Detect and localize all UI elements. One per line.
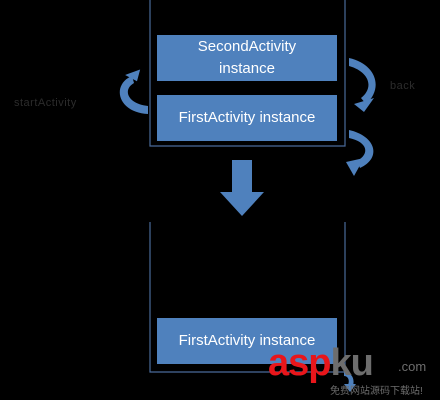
second-activity-instance-box: SecondActivity instance (157, 35, 337, 81)
back-arrow-lower-icon (346, 130, 374, 176)
aspku-watermark: aspku .com 免费网站源码下载站! (268, 344, 438, 398)
start-activity-arrow-icon (119, 69, 148, 114)
first-activity-instance-box-bottom: FirstActivity instance (157, 318, 337, 364)
watermark-domain: .com (398, 359, 427, 374)
bottom-stack-frame (149, 222, 346, 373)
first-activity-label-top: FirstActivity instance (178, 109, 316, 126)
back-arrow-upper-icon (349, 58, 376, 112)
second-activity-label: SecondActivity instance (197, 38, 297, 77)
watermark-logo-text: aspku (268, 342, 374, 384)
first-activity-instance-box-top: FirstActivity instance (157, 95, 337, 141)
bottom-back-arrow-icon (344, 372, 356, 392)
start-activity-label: startActivity (14, 97, 77, 109)
watermark-brand-gray: ku (330, 342, 373, 384)
transition-down-arrow-icon (220, 160, 264, 216)
back-label: back (390, 80, 416, 92)
first-activity-label-bottom: FirstActivity instance (178, 332, 316, 349)
watermark-tagline: 免费网站源码下载站! (330, 386, 423, 397)
watermark-brand-red: asp (268, 342, 331, 384)
top-stack-frame (149, 0, 346, 147)
